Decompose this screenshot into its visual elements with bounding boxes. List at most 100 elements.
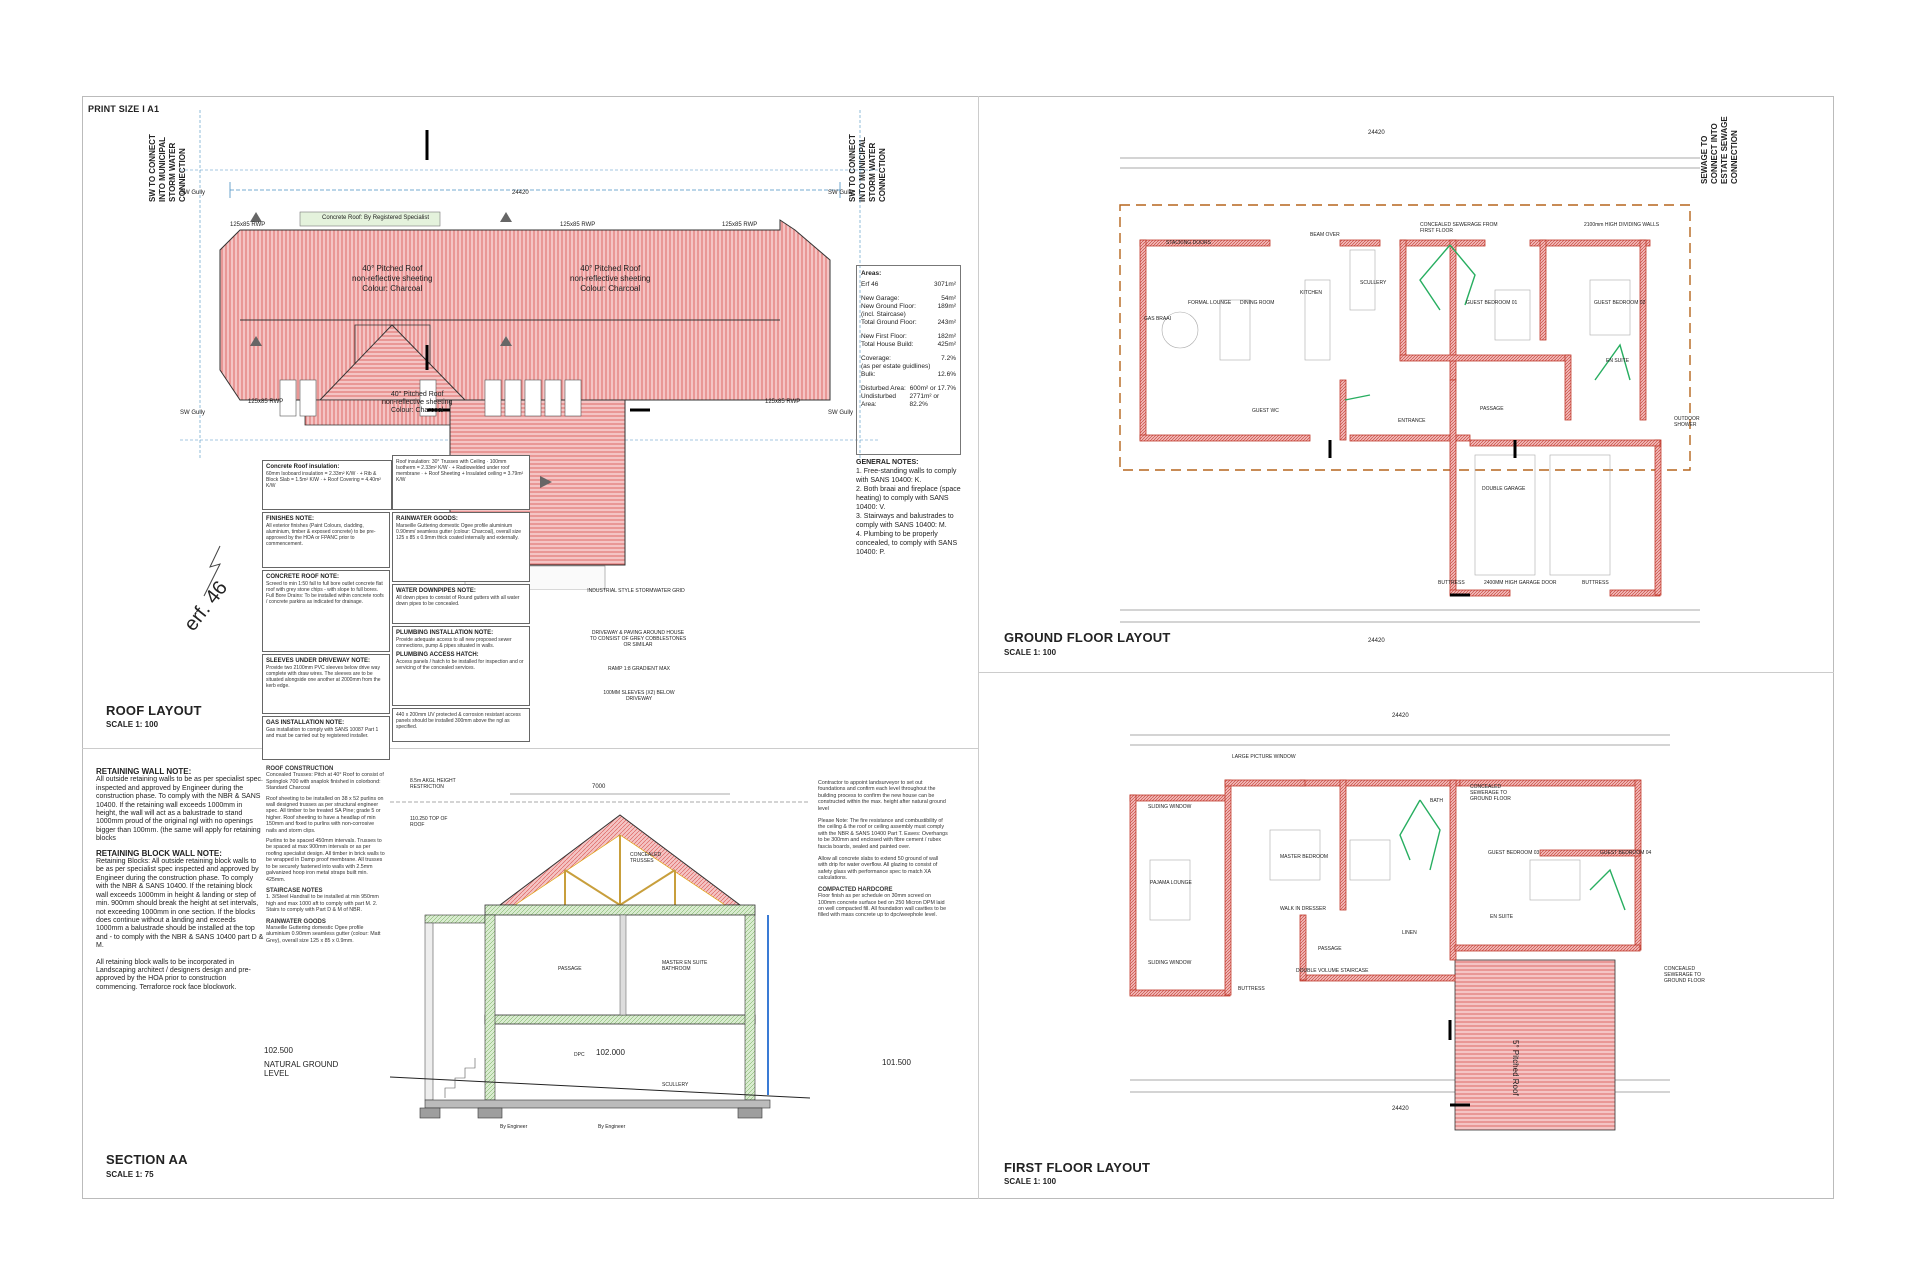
plumbing-note-box: PLUMBING INSTALLATION NOTE: Provide adeq… (392, 626, 530, 706)
gf-room-en-suite: EN SUITE (1606, 358, 1630, 364)
section-aa-scale: SCALE 1: 75 (106, 1170, 154, 1179)
gf-label-stacking: STACKING DOORS (1166, 240, 1211, 246)
drawing-sheet-frame (82, 96, 1834, 1199)
section-height-restriction: 8.5m AKGL HEIGHT RESTRICTION (410, 778, 456, 790)
ff-label-buttress: BUTTRESS (1238, 986, 1265, 992)
roof-construction-notes: ROOF CONSTRUCTION Concealed Trusses: Pit… (266, 766, 385, 944)
gf-label-dividing: 2100mm HIGH DIVIDING WALLS (1584, 222, 1660, 228)
gf-label-sewerage: CONCEALED SEWERAGE FROM FIRST FLOOR (1420, 222, 1498, 234)
sheet-vertical-divider (978, 96, 979, 1199)
section-dim-width: 7000 (592, 784, 606, 790)
section-level-3: 101.500 (882, 1058, 911, 1067)
gf-room-scullery: SCULLERY (1360, 280, 1387, 286)
gully-right-bottom: SW Gully (828, 410, 854, 416)
section-dpc-label: DPC (574, 1052, 585, 1058)
ff-room-en-suite: EN SUITE (1490, 914, 1514, 920)
first-floor-title: FIRST FLOOR LAYOUT (1004, 1160, 1151, 1175)
section-trusses: CONCEALED TRUSSES (630, 852, 662, 864)
gf-room-formal-lounge: FORMAL LOUNGE (1188, 300, 1232, 306)
section-aa-title: SECTION AA (106, 1152, 188, 1167)
gf-room-kitchen: KITCHEN (1300, 290, 1322, 296)
roof-layout-title: ROOF LAYOUT (106, 703, 202, 718)
gully-right-top: SW Gully (828, 190, 854, 196)
rwp-label-3: 125x85 RWP (722, 222, 758, 228)
ff-room-linen: LINEN (1402, 930, 1417, 936)
ramp-label: RAMP 1:8 GRADIENT MAX (607, 666, 671, 672)
gf-label-buttress-1: BUTTRESS (1438, 580, 1465, 586)
gf-room-passage: PASSAGE (1480, 406, 1504, 412)
ground-dim-total-top: 24420 (1368, 130, 1385, 136)
gf-room-entrance: ENTRANCE (1398, 418, 1426, 424)
ff-label-sliding-1: SLIDING WINDOW (1148, 804, 1192, 810)
print-size-label: PRINT SIZE I A1 (88, 104, 160, 114)
rainwater-note-box: RAINWATER GOODS: Marseille Guttering dom… (392, 512, 530, 582)
ground-floor-scale: SCALE 1: 100 (1004, 648, 1057, 657)
ff-room-guest-bedroom-03: GUEST BEDROOM 03 (1488, 850, 1540, 856)
gf-room-gas-braai: GAS BRAAI (1144, 316, 1171, 322)
concrete-roof-note-box: CONCRETE ROOF NOTE: Screed to min 1:50 f… (262, 570, 390, 652)
gf-room-dining: DINING ROOM (1240, 300, 1275, 306)
ff-room-master-bedroom: MASTER BEDROOM (1280, 854, 1329, 860)
gas-note-box: GAS INSTALLATION NOTE: Gas installation … (262, 716, 390, 760)
first-floor-plan (1129, 734, 1670, 1131)
north-arrow (180, 542, 240, 602)
stormwater-grid-label: INDUSTRIAL STYLE STORMWATER GRID (587, 588, 685, 594)
gf-room-guest-bedroom-01: GUEST BEDROOM 01 (1466, 300, 1518, 306)
rwp-label-4: 125x85 RWP (248, 399, 284, 405)
rwp-label-2: 125x85 RWP (560, 222, 596, 228)
finishes-note-box: FINISHES NOTE: All exterior finishes (Pa… (262, 512, 390, 568)
section-engineer-label-2: By Engineer (598, 1124, 626, 1130)
sleeves-label: 100MM SLEEVES (X2) BELOW DRIVEWAY (603, 690, 675, 702)
ff-room-passage: PASSAGE (1318, 946, 1342, 952)
first-dim-total-top: 24420 (1392, 713, 1409, 719)
section-scullery-label: SCULLERY (662, 1082, 689, 1088)
gf-label-garage-door: 2400MM HIGH GARAGE DOOR (1484, 580, 1557, 586)
section-aa-drawing (390, 793, 810, 1119)
ff-room-walk-in-dresser: WALK IN DRESSER (1280, 906, 1326, 912)
roof-insulation-box-1: Concrete Roof insulation: 60mm Isoboard … (262, 460, 392, 510)
ff-room-pajama-lounge: PAJAMA LOUNGE (1150, 880, 1192, 886)
sleeves-note-box: SLEEVES UNDER DRIVEWAY NOTE: Provide two… (262, 654, 390, 714)
rwp-label-5: 125x85 RWP (765, 399, 801, 405)
gully-left-top: SW Gully (180, 190, 206, 196)
first-dim-total-bottom: 24420 (1392, 1106, 1409, 1112)
gf-label-outdoor-shower: OUTDOOR SHOWER (1674, 416, 1700, 428)
contractor-notes: Contractor to appoint landsurveyor to se… (818, 780, 948, 919)
concrete-roof-label: Concrete Roof: By Registered Specialist (322, 215, 430, 221)
ground-floor-title: GROUND FLOOR LAYOUT (1004, 630, 1171, 645)
sheet-left-horizontal-divider (82, 748, 978, 749)
ff-label-sewerage-2: CONCEALED SEWERAGE TO GROUND FLOOR (1664, 966, 1705, 984)
rwp-label-1: 125x85 RWP (230, 222, 266, 228)
gully-left-bottom: SW Gully (180, 410, 206, 416)
ground-floor-plan (1119, 157, 1700, 623)
ff-label-window: LARGE PICTURE WINDOW (1232, 754, 1296, 760)
gf-label-buttress-2: BUTTRESS (1582, 580, 1609, 586)
roof-insulation-box-2: Roof insulation: 30° Trusses with Ceilin… (392, 455, 530, 510)
driveway-label: DRIVEWAY & PAVING AROUND HOUSE TO CONSIS… (589, 630, 687, 648)
section-level-2: 102.000 (596, 1048, 625, 1057)
retaining-wall-notes: RETAINING WALL NOTE: All outside retaini… (96, 767, 264, 991)
sheet-right-horizontal-divider (978, 672, 1834, 673)
ff-room-guest-bedroom-04: GUEST BEDROOM 04 (1600, 850, 1652, 856)
first-floor-scale: SCALE 1: 100 (1004, 1177, 1057, 1186)
section-engineer-label-1: By Engineer (500, 1124, 528, 1130)
roof-layout-scale: SCALE 1: 100 (106, 720, 159, 729)
gf-room-guest-wc: GUEST WC (1252, 408, 1279, 414)
ff-label-sewerage-1: CONCEALED SEWERAGE TO GROUND FLOOR (1470, 784, 1511, 802)
uv-note-box: 440 x 200mm UV protected & corrosion res… (392, 708, 530, 742)
section-natural-ground: NATURAL GROUND LEVEL (264, 1060, 339, 1078)
section-bathroom-label: MASTER EN SUITE BATHROOM (662, 960, 708, 972)
gf-room-guest-bedroom-02: GUEST BEDROOM 02 (1594, 300, 1646, 306)
water-downpipes-note-box: WATER DOWNPIPES NOTE: All down pipes to … (392, 584, 530, 624)
ground-dim-total-bottom: 24420 (1368, 638, 1385, 644)
areas-title: Areas: (861, 270, 882, 277)
roof-layout-drawing (180, 110, 880, 590)
roof-dim-total: 24420 (512, 190, 529, 196)
section-level-1: 102.500 (264, 1046, 293, 1055)
section-passage-label: PASSAGE (558, 966, 582, 972)
gf-room-double-garage: DOUBLE GARAGE (1482, 486, 1526, 492)
